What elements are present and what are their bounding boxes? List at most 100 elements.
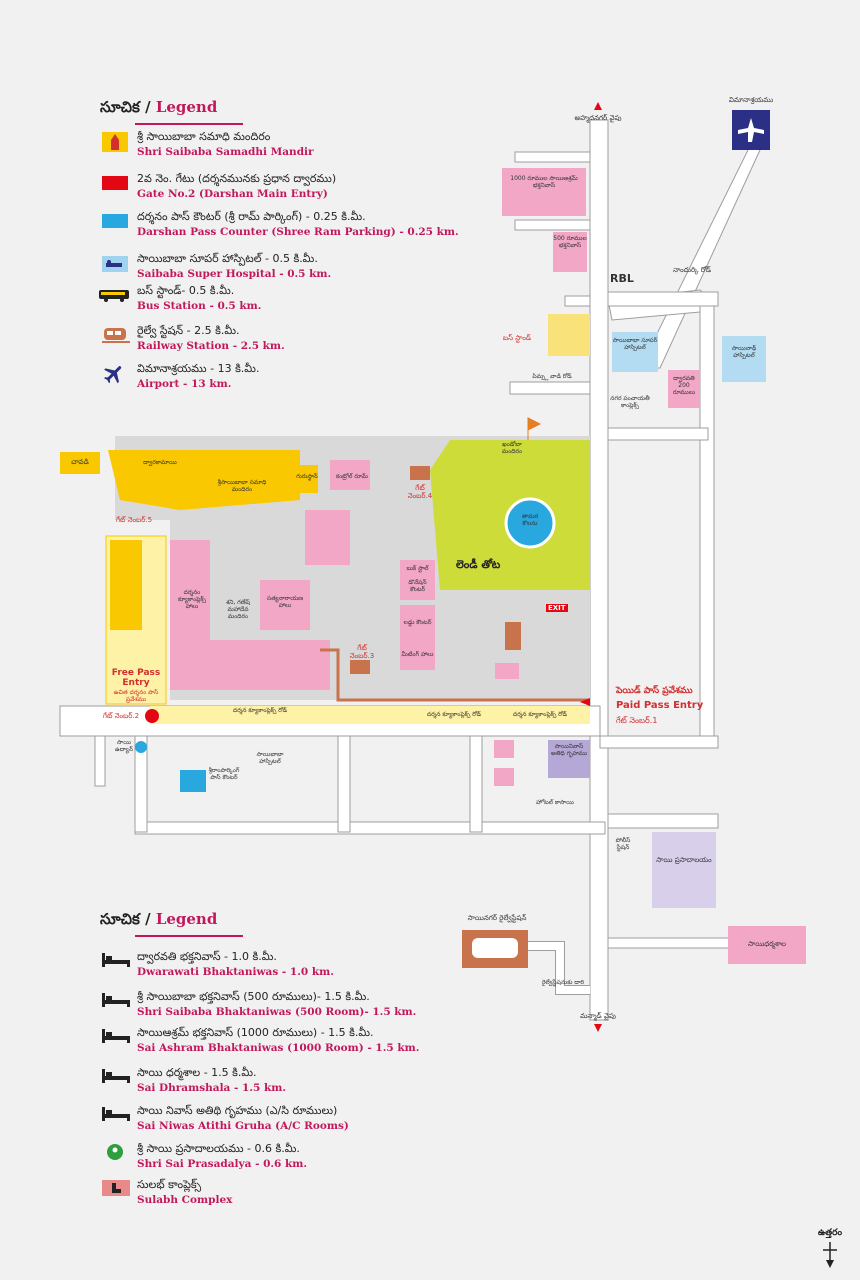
ahmednagar-label: అహ్మదనగర్ వైపు — [574, 114, 622, 122]
hospital-icon — [102, 256, 128, 272]
upper-side-road — [514, 151, 591, 163]
side-road-6 — [607, 937, 739, 949]
lendi-baug-label: లెండీ తోట — [456, 558, 501, 571]
gate5-label: గేట్ నెంబర్.5 — [115, 516, 153, 524]
gate4-label: గేట్ నెంబర్.4 — [407, 484, 433, 501]
sai-niwas-block — [548, 740, 590, 778]
sainagar-station-label: సాయినగర్ రైల్వేస్టేషన్ — [467, 914, 527, 922]
paid-pass-en-label: Paid Pass Entry — [616, 700, 704, 711]
legend-top: సూచిక / Legend — [100, 98, 430, 125]
sulabh-2 — [494, 768, 514, 786]
bed-icon — [102, 1106, 130, 1121]
samadhi-mandir-block — [108, 450, 300, 510]
legend-label-en: Sulabh Complex — [137, 1194, 233, 1206]
ladoo-counter — [400, 605, 435, 645]
ladoo-label: లడ్డు కౌంటర్ — [403, 619, 432, 626]
train-icon — [102, 326, 130, 344]
gate-swatch — [102, 176, 128, 190]
queue-road-label-2: దర్శన క్యూకాంప్లెక్స్ రోడ్ — [426, 711, 482, 718]
legend-label-te: సాయి ధర్మశాల - 1.5 కి.మీ. — [137, 1066, 257, 1079]
mid2-vertical-road — [469, 735, 483, 833]
legend-label-te: సులభ్ కాంప్లెక్స్ — [137, 1178, 202, 1191]
legend-label-te: సాయిఆశ్రమ్ భక్తనివాస్ (1000 రూములు) - 1.… — [137, 1026, 374, 1039]
gate-2-marker — [145, 709, 159, 723]
left-small-road — [94, 735, 106, 787]
legend-label-te: శ్రీ సాయిబాబా సమాధి మందిరం — [137, 130, 271, 143]
legend-label-en: Shri Saibaba Samadhi Mandir — [137, 146, 314, 158]
side-road-5 — [607, 813, 719, 829]
super-hospital-label: సాయిబాబా సూపర్ హాస్పిటల్ — [612, 337, 658, 351]
legend-label-en: Sai Ashram Bhaktaniwas (1000 Room) - 1.5… — [137, 1042, 420, 1054]
bed-icon — [102, 952, 130, 967]
upper-side-road-2 — [514, 219, 591, 231]
sulabh-icon — [102, 1180, 130, 1196]
train-glyph — [472, 938, 518, 958]
dwarawati-block — [668, 370, 700, 408]
tamara-kolanu-label: తామర కొలను — [521, 513, 539, 527]
legend-label-te: ద్వారవతి భక్తనివాస్ - 1.0 కి.మీ. — [137, 950, 277, 963]
pimpalwadi-road-label: పిమ్ప్ల వాడి రోడ్ — [532, 373, 572, 380]
pink-block-a — [305, 510, 350, 565]
airplane-icon — [102, 362, 126, 386]
paid-pass-route — [320, 648, 590, 702]
meeting-hall-label: మీటింగ్ హాలు — [401, 651, 434, 658]
bus-stand-label: బస్ స్టాండ్ — [502, 334, 532, 342]
bhaktaniwas-500-label: 500 రూముల భక్తనివాస్ — [553, 235, 587, 249]
bus-stand-block — [548, 314, 590, 356]
mid-vertical-road — [337, 735, 351, 833]
sainath-hospital-block — [722, 336, 766, 382]
gurusthan-block — [294, 465, 318, 493]
free-pass-te-label: ఉచిత దర్శనం పాస్ ప్రవేశము — [113, 689, 159, 703]
bhaktaniwas-1000-label: 1000 రూముల సాయిఆశ్రమ్ భక్తనివాస్ — [510, 175, 578, 189]
airport-label: విమానాశ్రయము — [728, 96, 774, 104]
legend-label-en: Sai Niwas Atithi Gruha (A/C Rooms) — [137, 1120, 349, 1132]
pimpalwadi-road — [509, 381, 591, 395]
legend-title: సూచిక / Legend — [100, 910, 218, 928]
bhaktaniwas-500-block — [553, 232, 587, 272]
side-road-4 — [599, 735, 719, 749]
samadhi-mandir-label: శ్రీసాయిబాబా సమాధి మందిరం — [217, 479, 267, 493]
legend-underline — [135, 123, 243, 125]
airplane-icon-map — [738, 118, 764, 142]
shri-ram-parking-label: శ్రీరాంపార్కింగ్ పాస్ కౌంటర్ — [208, 767, 240, 781]
bed-icon — [102, 1068, 130, 1083]
temple-icon — [102, 132, 128, 152]
railway-gate-label: రైల్వేస్టేషనుకు దారి — [541, 979, 585, 986]
paid-pass-arrow — [580, 698, 590, 706]
darshan-queue-label: దర్శనం క్యూకాంప్లెక్స్ హాలు — [178, 589, 206, 610]
bed-icon — [102, 992, 130, 1007]
gate2-label: గేట్ నెంబర్.2 — [102, 712, 140, 720]
side-road-3 — [607, 427, 709, 441]
legend-label-en: Saibaba Super Hospital - 0.5 km. — [137, 268, 332, 280]
darshan-queue-complex — [170, 540, 330, 690]
legend-label-en: Gate No.2 (Darshan Main Entry) — [137, 188, 328, 200]
legend-label-te: రైల్వే స్టేషన్ - 2.5 కి.మీ. — [137, 324, 240, 337]
legend-label-te: బస్ స్టాండ్- 0.5 కి.మీ. — [137, 284, 235, 297]
prasadalaya-label: సాయి ప్రసాదాలయం — [656, 856, 712, 864]
lower-road — [134, 821, 606, 835]
exit-label: EXIT — [546, 604, 568, 612]
control-room-label: కంట్రోల్ రూమ్ — [335, 473, 369, 480]
rbl-label: RBL — [610, 272, 634, 285]
queue-road-label-3: దర్శన క్యూకాంప్లెక్స్ రోడ్ — [512, 711, 568, 718]
legend-underline — [135, 935, 243, 937]
railway-link-road-inner — [520, 942, 590, 994]
pink-block-b — [495, 663, 519, 679]
book-stall — [400, 560, 435, 600]
dwarkamai-label: ద్వారకామాయి — [143, 459, 177, 466]
north-label: ఉత్తరం — [817, 1228, 843, 1238]
yellow-hall — [110, 540, 142, 630]
dharmashala-label: సాయిధర్మశాల — [747, 940, 786, 948]
gate-1-marker — [505, 622, 521, 650]
legend-label-en: Sai Dhramshala - 1.5 km. — [137, 1082, 286, 1094]
gurusthan-label: గురుస్థాన్ — [296, 473, 318, 480]
north-arrow-icon — [823, 1242, 837, 1268]
legend-label-en: Bus Station - 0.5 km. — [137, 300, 262, 312]
side-road-1 — [607, 291, 719, 307]
bed-icon — [102, 1028, 130, 1043]
nandurki-road-label: నాందుర్కి రోడ్ — [672, 266, 712, 274]
sai-udyan-label: సాయి ఉద్యాన్ — [115, 739, 133, 753]
legend-label-en: Shri Saibaba Bhaktaniwas (500 Room)- 1.5… — [137, 1006, 417, 1018]
legend-title: సూచిక / Legend — [100, 98, 218, 116]
main-road-vertical — [589, 119, 609, 1021]
